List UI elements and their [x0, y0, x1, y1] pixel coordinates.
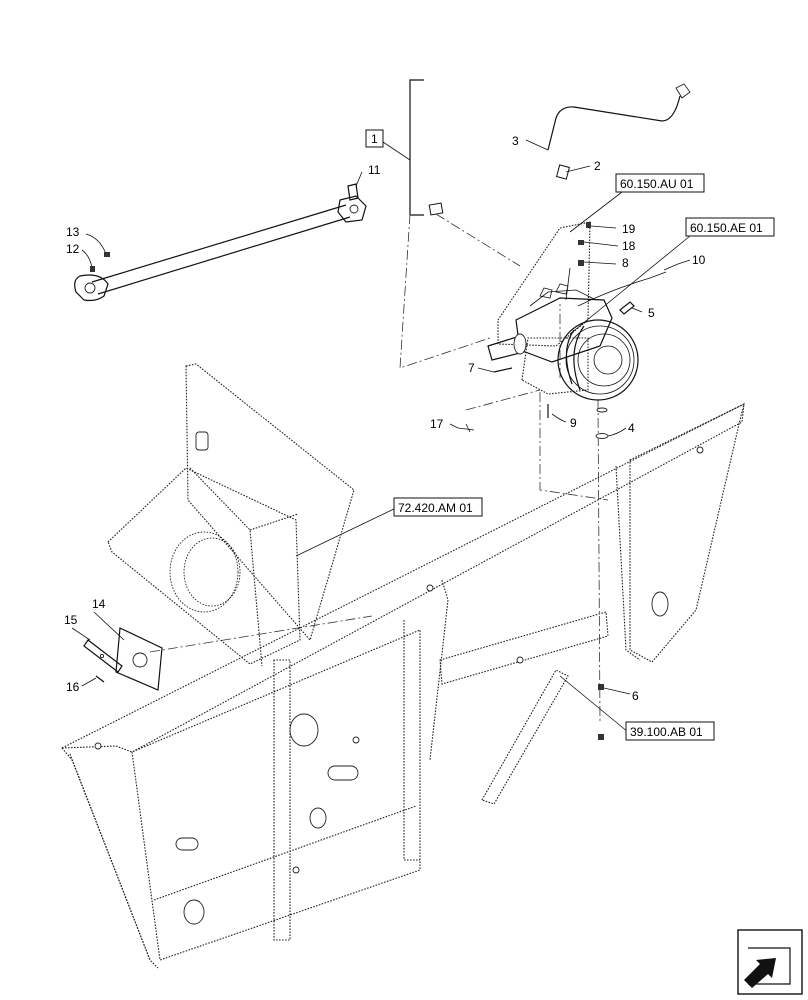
hardware-12-13: [81, 233, 110, 272]
group-bracket: [382, 79, 424, 216]
hose: [428, 164, 591, 216]
drive-shaft: [74, 171, 367, 302]
item-1-box: [365, 129, 384, 148]
reference-box-39-100-ab[interactable]: 39.100.AB 01: [625, 721, 715, 741]
reference-label: 72.420.AM 01: [398, 501, 473, 515]
arrow-navigation-icon[interactable]: [737, 929, 803, 995]
plate-assembly: [71, 611, 163, 691]
callout-6: 6: [632, 689, 639, 703]
callout-5: 5: [648, 306, 655, 320]
callout-2: 2: [594, 159, 601, 173]
callout-9: 9: [570, 416, 577, 430]
callout-3: 3: [512, 134, 519, 148]
callout-18: 18: [622, 239, 636, 253]
reference-leaders: [295, 191, 691, 733]
reference-box-72-420-am[interactable]: 72.420.AM 01: [393, 497, 483, 517]
reference-box-60-150-ae[interactable]: 60.150.AE 01: [685, 217, 775, 237]
callout-8: 8: [622, 256, 629, 270]
reference-box-60-150-au[interactable]: 60.150.AU 01: [615, 173, 705, 193]
callout-14: 14: [92, 597, 106, 611]
fasteners: [449, 222, 691, 740]
callout-15: 15: [64, 613, 78, 627]
reference-label: 39.100.AB 01: [630, 725, 703, 739]
callout-16: 16: [66, 680, 80, 694]
frame-structure: [61, 363, 745, 969]
phantom-lines: [149, 213, 609, 723]
gearbox-assembly: [487, 221, 667, 401]
callout-4: 4: [628, 421, 635, 435]
callout-12: 12: [66, 242, 80, 256]
reference-label: 60.150.AE 01: [690, 221, 763, 235]
callout-13: 13: [66, 225, 80, 239]
hydraulic-line: [525, 83, 691, 151]
callout-10: 10: [692, 253, 706, 267]
callout-7: 7: [468, 361, 475, 375]
reference-label: 60.150.AU 01: [620, 177, 694, 191]
callout-11: 11: [368, 163, 381, 177]
callout-1: 1: [371, 132, 378, 146]
callout-19: 19: [622, 222, 636, 236]
callout-17: 17: [430, 417, 444, 431]
